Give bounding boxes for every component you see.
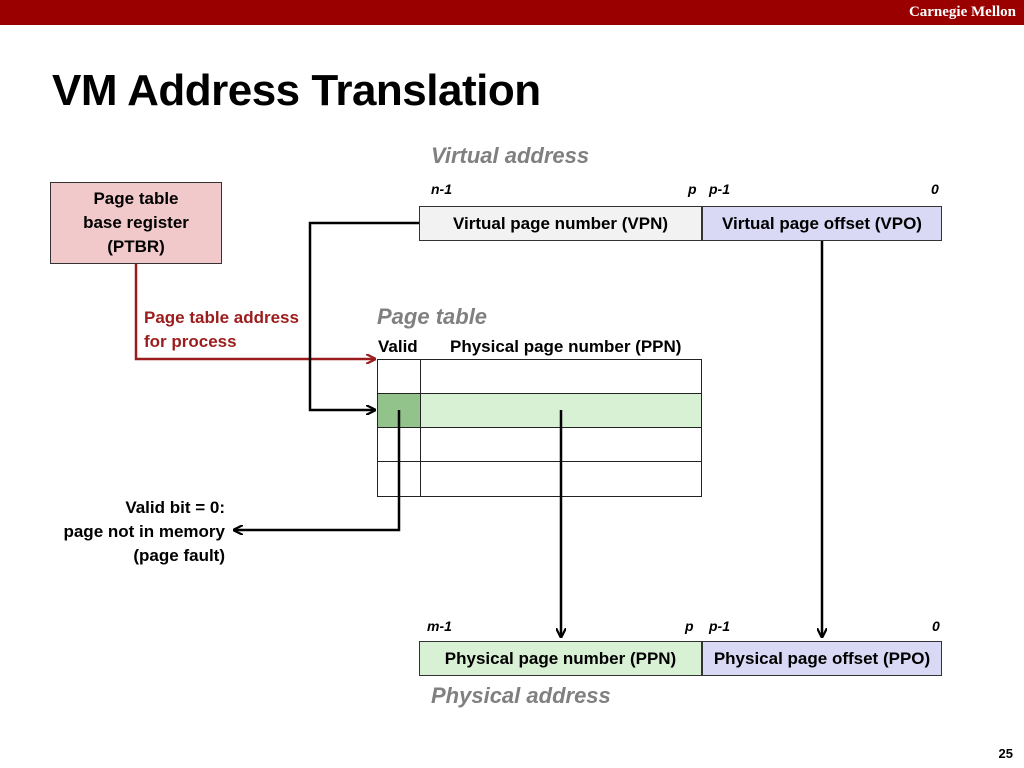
- physical-address-label: Physical address: [431, 683, 611, 708]
- valid-column-header: Valid: [378, 337, 418, 356]
- pt-address-note: Page table address for process: [144, 306, 299, 354]
- pa-bit-high: m-1: [427, 618, 452, 634]
- valid-bit-arrow: [234, 410, 401, 530]
- ppn-field: Physical page number (PPN): [419, 641, 702, 676]
- pa-bit-p-minus-1: p-1: [709, 618, 730, 634]
- ptbr-line3: (PTBR): [107, 237, 165, 256]
- vpn-field: Virtual page number (VPN): [419, 206, 702, 241]
- valid-bit-note-line1: Valid bit = 0:: [125, 498, 225, 517]
- virtual-address-label: Virtual address: [431, 143, 590, 168]
- pt-address-note-line2: for process: [144, 332, 237, 351]
- vpo-field: Virtual page offset (VPO): [702, 206, 942, 241]
- header-bar: Carnegie Mellon: [0, 0, 1024, 25]
- ptbr-line2: base register: [83, 213, 189, 232]
- valid-bit-note-line2: page not in memory: [63, 522, 225, 541]
- valid-bit-note: Valid bit = 0: page not in memory (page …: [30, 496, 225, 568]
- pt-address-note-line1: Page table address: [144, 308, 299, 327]
- ppo-text: Physical page offset (PPO): [713, 648, 931, 668]
- brand-label: Carnegie Mellon: [908, 4, 1016, 20]
- pa-bit-p: p: [685, 618, 694, 634]
- slide-title: VM Address Translation: [52, 66, 541, 115]
- ppo-field: Physical page offset (PPO): [702, 641, 942, 676]
- vpn-text: Virtual page number (VPN): [452, 213, 669, 233]
- ptbr-line1: Page table: [93, 189, 179, 208]
- va-bit-zero: 0: [931, 181, 939, 197]
- va-bit-p: p: [688, 181, 697, 197]
- va-bit-p-minus-1: p-1: [709, 181, 730, 197]
- pa-bit-zero: 0: [932, 618, 940, 634]
- page-table-label: Page table: [377, 304, 488, 329]
- ppn-column-header: Physical page number (PPN): [450, 337, 682, 356]
- ptbr-box: Page table base register (PTBR): [50, 182, 222, 264]
- valid-bit-note-line3: (page fault): [133, 546, 225, 565]
- vpn-arrow: [308, 221, 419, 410]
- ptbr-arrow: [134, 264, 375, 359]
- ppn-text: Physical page number (PPN): [444, 648, 677, 668]
- page-number: 25: [998, 746, 1013, 761]
- vpo-text: Virtual page offset (VPO): [722, 213, 922, 233]
- va-bit-high: n-1: [431, 181, 452, 197]
